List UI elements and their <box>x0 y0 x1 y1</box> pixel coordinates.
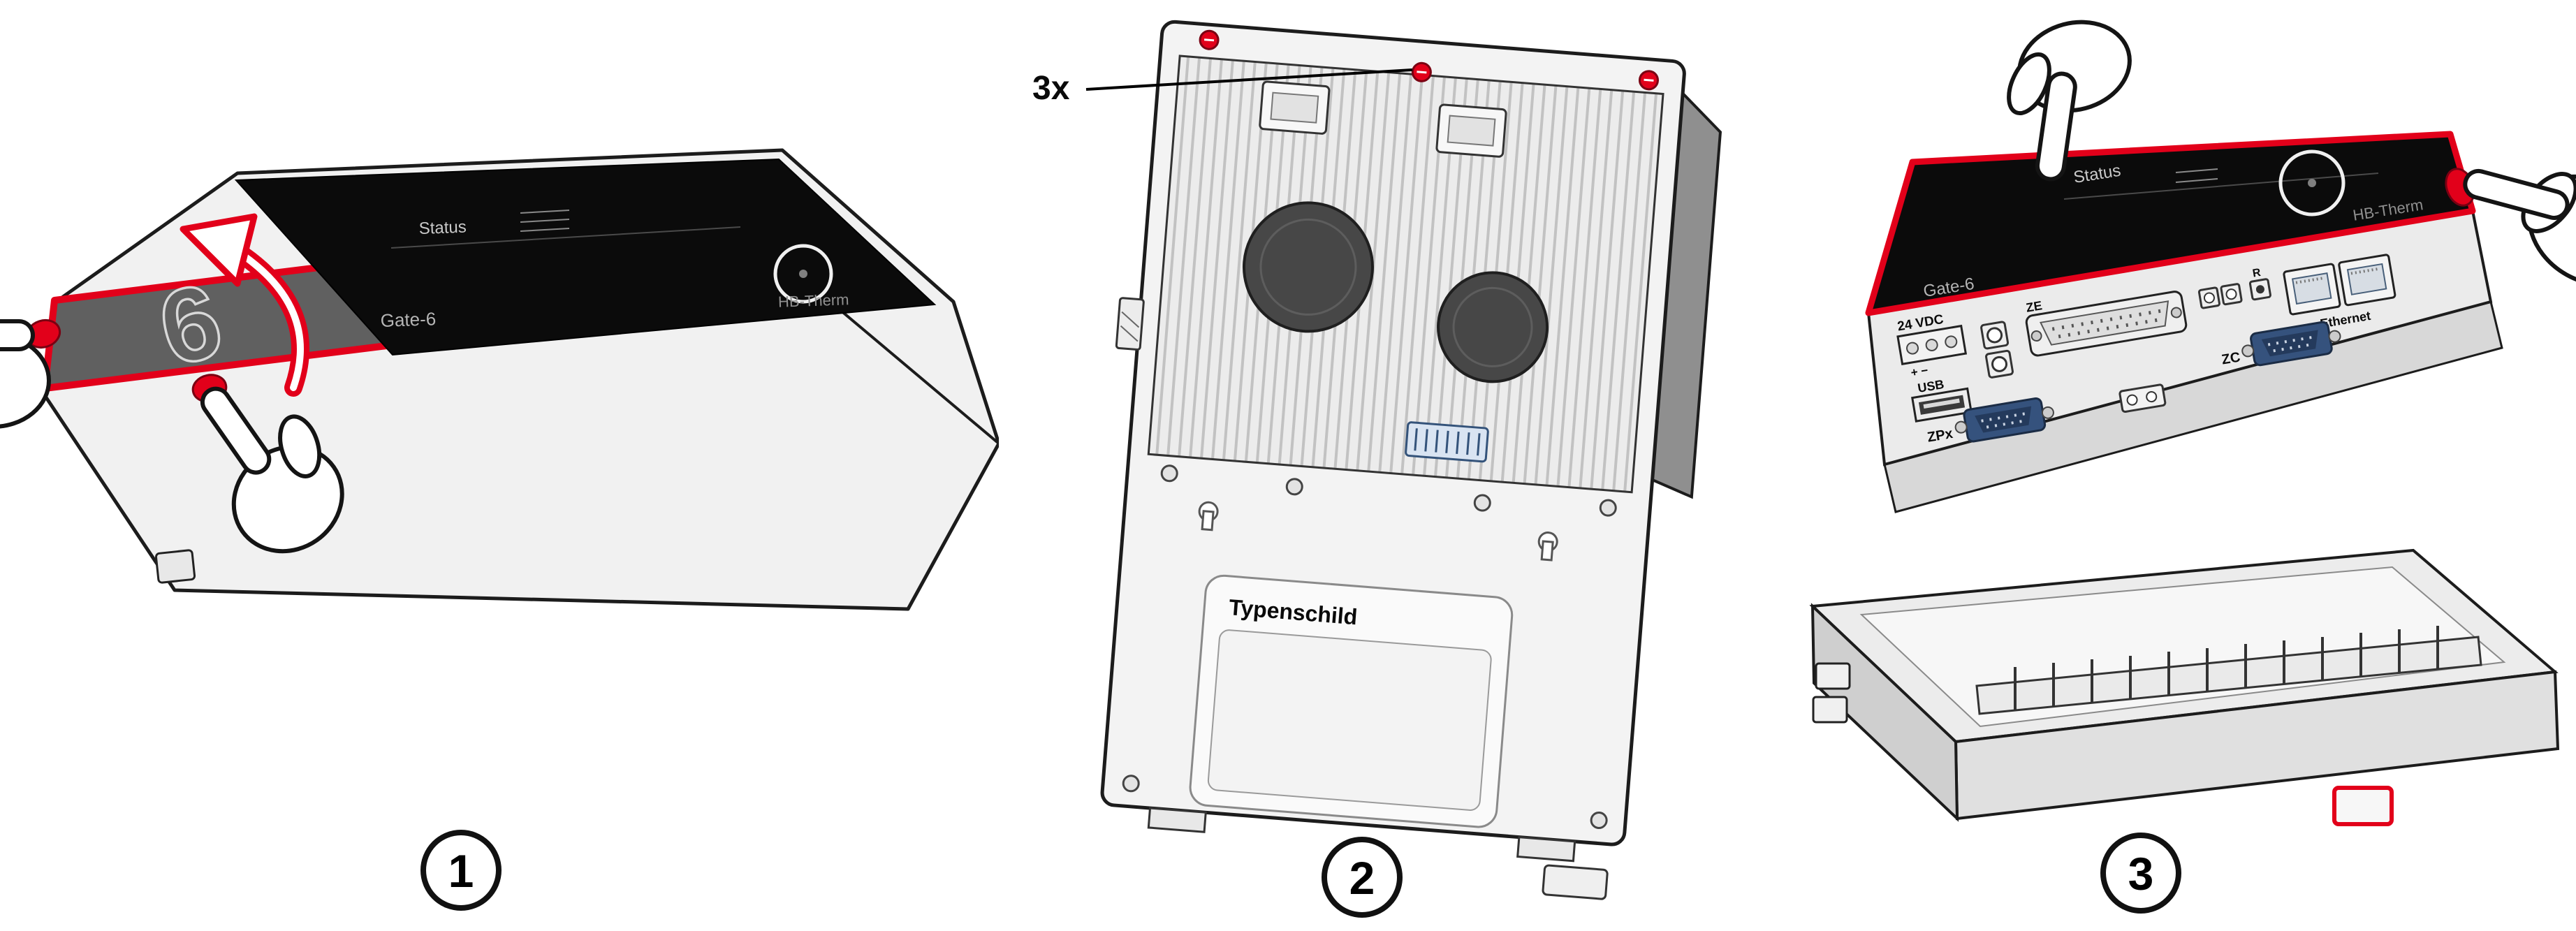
fastening-screws-red <box>1199 29 1659 91</box>
ethernet-ports: Ethernet <box>2283 254 2396 331</box>
svg-text:3: 3 <box>2128 848 2154 900</box>
mid-small-connector <box>2118 383 2167 413</box>
svg-text:1: 1 <box>448 845 474 897</box>
power-polarity-label: + − <box>1910 363 1929 379</box>
svg-text:2: 2 <box>1349 852 1375 904</box>
top-panel <box>234 158 937 356</box>
heatsink-fins <box>1147 54 1664 494</box>
cooling-dome-1-ring <box>1259 218 1357 316</box>
screw-leader-line <box>1085 68 1413 91</box>
nameplate-plate <box>1207 629 1492 811</box>
status-legend-lines <box>2175 168 2218 183</box>
reset-label: R <box>2252 267 2262 280</box>
reset-ring-dot <box>799 270 807 278</box>
screw-count-label: 3x <box>1032 70 1070 107</box>
top-panel <box>1865 131 2476 316</box>
step-3-figure: Status Gate-6 HB-Therm 24 VDC + − <box>1809 20 2576 914</box>
mid-connectors <box>2197 283 2243 309</box>
zc-label: ZC <box>2220 349 2241 367</box>
tray-clip-2 <box>1812 696 1848 724</box>
terminal-divider-lines <box>2014 626 2439 710</box>
pressing-hand-left <box>0 319 51 429</box>
pointing-hand-left <box>2007 20 2132 182</box>
device-closed: 6 Status Gate-6 HB-Therm <box>25 148 999 611</box>
base-tray <box>1809 548 2560 826</box>
connector-panel: 24 VDC + − USB <box>1896 254 2396 446</box>
side-latch <box>1115 297 1145 351</box>
aux-sockets <box>1980 321 2014 379</box>
step-2-figure: Typenschild 3x 2 <box>1032 20 1722 918</box>
panel-divider-line <box>2063 173 2379 200</box>
bottom-foot-2 <box>1516 835 1576 863</box>
panel-divider-line <box>390 226 741 249</box>
reset-ring-dot <box>2308 179 2316 187</box>
step-1-figure: 6 Status Gate-6 HB-Therm <box>0 148 999 911</box>
pressing-hand-bottom <box>200 386 344 554</box>
ze-dsub25-port: ZE <box>2025 291 2188 357</box>
cooling-dome-1 <box>1242 201 1374 333</box>
cooling-dome-2-ring <box>1452 286 1533 367</box>
keyhole-slots <box>1198 501 1558 562</box>
mount-clip-1-slot <box>1270 91 1319 124</box>
device-back: Typenschild <box>1100 20 1722 900</box>
zpx-port: ZPx <box>1926 397 2054 446</box>
device-edge-line <box>817 291 999 445</box>
bottom-foot-1 <box>1147 807 1207 833</box>
pointing-hand-right <box>2463 168 2576 287</box>
tray-left-skirt <box>1810 603 1959 822</box>
mount-clip-2-slot <box>1447 115 1496 147</box>
reset-ring-icon <box>2278 149 2346 217</box>
step-3-badge: 3 <box>2100 833 2181 914</box>
internal-connector-pins <box>1414 428 1481 456</box>
reset-ring-icon <box>773 244 833 304</box>
terminal-strip <box>1975 636 2482 715</box>
ze-label: ZE <box>2025 298 2043 315</box>
zc-port: ZC <box>2220 321 2341 368</box>
status-label: Status <box>418 218 467 238</box>
status-legend-lines <box>520 210 570 232</box>
open-direction-arrow <box>180 213 309 397</box>
usb-port: USB <box>1911 377 1973 423</box>
power-terminal: 24 VDC + − <box>1896 312 1968 379</box>
lid-tilted: Status Gate-6 HB-Therm 24 VDC + − <box>1865 131 2503 513</box>
step-1-badge: 1 <box>420 830 502 911</box>
lock-latch-highlight <box>2332 786 2394 826</box>
base-latch <box>154 549 196 584</box>
tray-clip-1 <box>1815 662 1851 690</box>
model-label: Gate-6 <box>380 308 436 331</box>
step-2-badge: 2 <box>1322 837 1403 918</box>
bottom-bracket <box>1542 864 1609 900</box>
brand-label: HB-Therm <box>778 291 849 311</box>
reset-port: R <box>2248 267 2271 301</box>
